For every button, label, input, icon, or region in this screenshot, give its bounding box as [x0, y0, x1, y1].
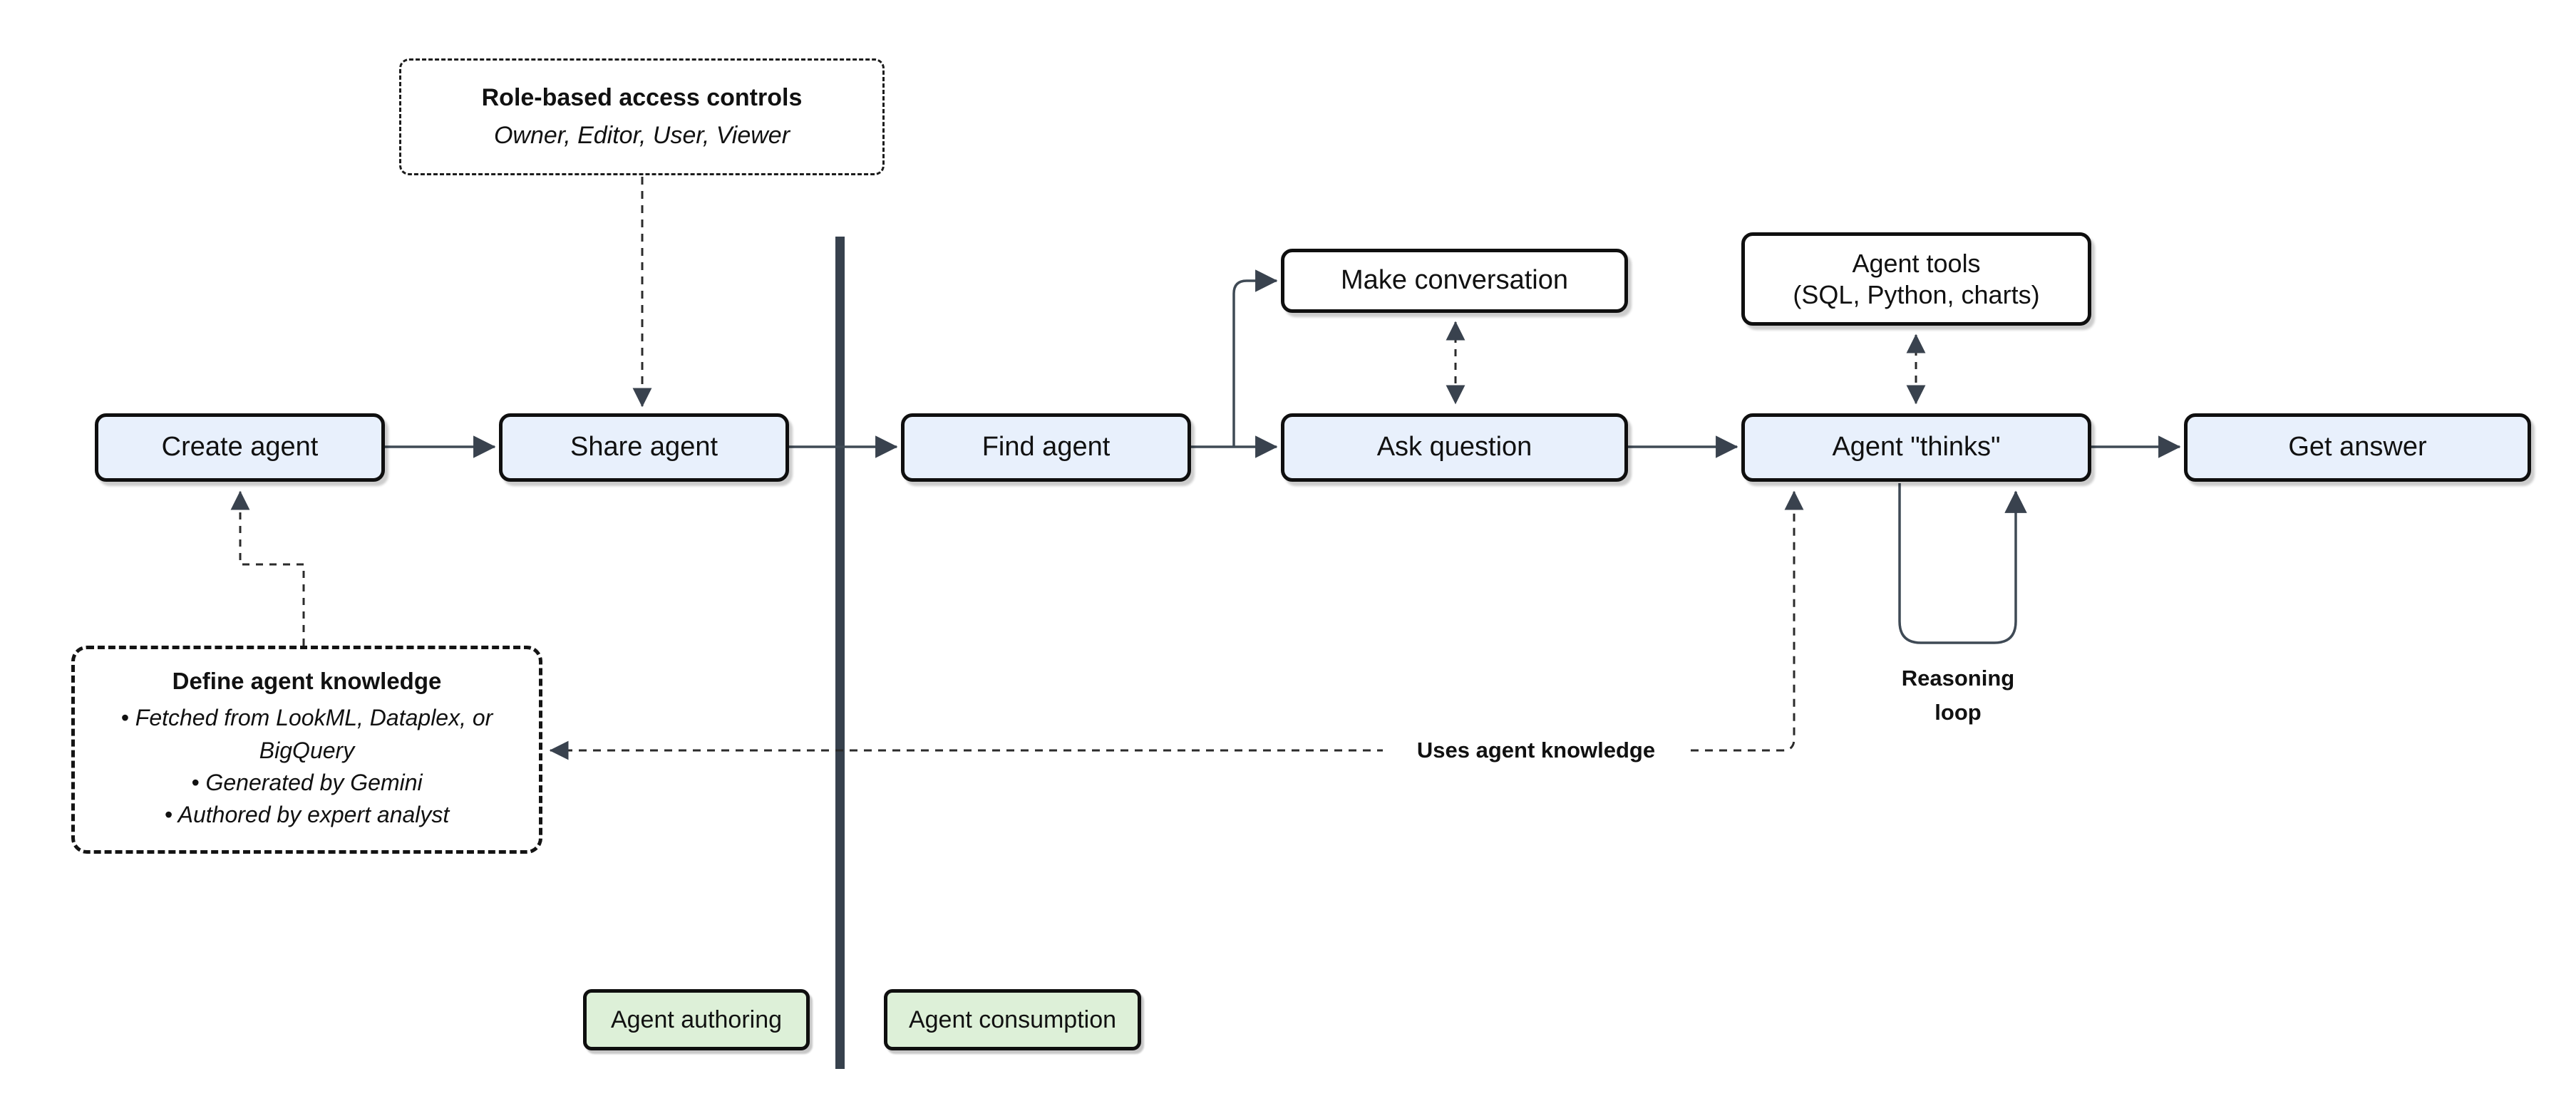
reasoning-loop-line2: loop: [1934, 700, 1982, 725]
define-knowledge-title: Define agent knowledge: [172, 668, 442, 695]
connector-find-to-make-conversation: [1232, 269, 1278, 447]
reasoning-loop-line1: Reasoning: [1901, 666, 2015, 691]
node-ask-question: Ask question: [1281, 413, 1628, 482]
node-create-agent: Create agent: [95, 413, 385, 482]
node-agent-thinks: Agent "thinks": [1741, 413, 2091, 482]
zone-label-agent-consumption: Agent consumption: [884, 989, 1141, 1050]
callout-role-based-access: Role-based access controls Owner, Editor…: [399, 58, 885, 175]
node-agent-tools: Agent tools (SQL, Python, charts): [1741, 232, 2091, 326]
node-share-agent: Share agent: [499, 413, 789, 482]
label-reasoning-loop: Reasoning loop: [1872, 661, 2044, 730]
knowledge-bullet-gemini: Generated by Gemini: [95, 767, 519, 799]
knowledge-bullet-analyst: Authored by expert analyst: [95, 799, 519, 831]
node-find-agent: Find agent: [901, 413, 1191, 482]
connector-uses-agent-knowledge: [549, 490, 1804, 760]
node-get-answer: Get answer: [2184, 413, 2531, 482]
agent-tools-line1: Agent tools: [1852, 249, 1981, 279]
connector-knowledge-to-create: [230, 490, 305, 646]
define-knowledge-bullets: Fetched from LookML, Dataplex, or BigQue…: [95, 702, 519, 832]
node-make-conversation: Make conversation: [1281, 249, 1628, 313]
knowledge-bullet-sources: Fetched from LookML, Dataplex, or BigQue…: [95, 702, 519, 767]
rbac-roles: Owner, Editor, User, Viewer: [493, 122, 790, 149]
agent-tools-line2: (SQL, Python, charts): [1793, 279, 2040, 309]
label-uses-agent-knowledge: Uses agent knowledge: [1383, 734, 1689, 767]
rbac-title: Role-based access controls: [481, 84, 803, 111]
connector-reasoning-loop: [1898, 483, 2027, 644]
callout-define-agent-knowledge: Define agent knowledge Fetched from Look…: [71, 646, 542, 854]
zone-label-agent-authoring: Agent authoring: [583, 989, 810, 1050]
